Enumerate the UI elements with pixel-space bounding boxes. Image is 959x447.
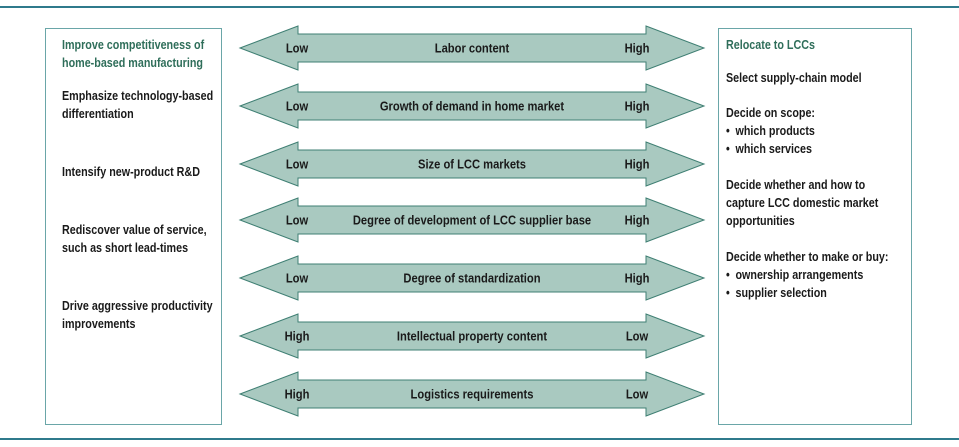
arrow-right-end-label: High — [625, 99, 650, 114]
arrow-left-end-label: Low — [286, 213, 309, 228]
make-buy-item-label: ownership arrangements — [735, 268, 864, 282]
left-heading-line-2: home-based manufacturing — [62, 56, 203, 70]
left-item-1-line-1: Emphasize technology-based — [62, 89, 214, 103]
scope-item-label: which products — [735, 124, 815, 138]
double-arrow: High Logistics requirements Low — [238, 371, 706, 417]
bottom-rule — [0, 438, 959, 440]
double-arrow-shape — [238, 197, 706, 243]
make-buy-item-label: supplier selection — [735, 286, 827, 300]
right-heading: Relocate to LCCs — [726, 38, 816, 52]
arrow-label: Labor content — [435, 41, 509, 56]
right-capture-line-3: opportunities — [726, 214, 795, 228]
right-model: Select supply-chain model — [726, 71, 862, 85]
left-item-3-line-2: such as short lead-times — [62, 241, 189, 255]
arrow-left-end-label: High — [285, 329, 310, 344]
right-scope-list: which products which services — [726, 122, 815, 158]
arrow-right-end-label: Low — [626, 387, 649, 402]
double-arrow-shape — [238, 141, 706, 187]
arrow-right-end-label: High — [625, 213, 650, 228]
left-heading-line-1: Improve competitiveness of — [62, 38, 205, 52]
double-arrow: Low Size of LCC markets High — [238, 141, 706, 187]
list-item: which products — [726, 122, 815, 140]
arrow-label: Degree of standardization — [403, 271, 540, 286]
arrow-right-end-label: High — [625, 271, 650, 286]
left-panel — [45, 28, 222, 425]
left-item-1-line-2: differentiation — [62, 107, 134, 121]
right-capture-line-2: capture LCC domestic market — [726, 196, 879, 210]
top-rule — [0, 6, 959, 8]
double-arrow-shape — [238, 313, 706, 359]
right-panel — [718, 28, 912, 425]
left-item-2: Intensify new-product R&D — [62, 165, 200, 179]
list-item: supplier selection — [726, 284, 863, 302]
double-arrow: Low Labor content High — [238, 25, 706, 71]
arrow-left-end-label: High — [285, 387, 310, 402]
double-arrow-shape — [238, 83, 706, 129]
left-item-4-line-2: improvements — [62, 317, 136, 331]
arrow-right-end-label: High — [625, 157, 650, 172]
list-item: ownership arrangements — [726, 266, 863, 284]
arrow-label: Logistics requirements — [411, 387, 534, 402]
right-make-buy-list: ownership arrangements supplier selectio… — [726, 266, 863, 302]
double-arrow-shape — [238, 25, 706, 71]
double-arrow: High Intellectual property content Low — [238, 313, 706, 359]
arrow-label: Growth of demand in home market — [380, 99, 564, 114]
arrow-left-end-label: Low — [286, 41, 309, 56]
double-arrow: Low Degree of development of LCC supplier… — [238, 197, 706, 243]
arrow-left-end-label: Low — [286, 271, 309, 286]
arrow-label: Degree of development of LCC supplier ba… — [353, 213, 592, 228]
arrow-left-end-label: Low — [286, 157, 309, 172]
double-arrow: Low Degree of standardization High — [238, 255, 706, 301]
scope-item-label: which services — [735, 142, 812, 156]
arrow-right-end-label: High — [625, 41, 650, 56]
double-arrow: Low Growth of demand in home market High — [238, 83, 706, 129]
arrow-right-end-label: Low — [626, 329, 649, 344]
right-scope-title: Decide on scope: — [726, 106, 816, 120]
right-capture-line-1: Decide whether and how to — [726, 178, 866, 192]
list-item: which services — [726, 140, 815, 158]
arrow-left-end-label: Low — [286, 99, 309, 114]
left-item-3-line-1: Rediscover value of service, — [62, 223, 207, 237]
double-arrow-shape — [238, 371, 706, 417]
arrow-label: Size of LCC markets — [418, 157, 526, 172]
right-make-buy-title: Decide whether to make or buy: — [726, 250, 889, 264]
left-item-4-line-1: Drive aggressive productivity — [62, 299, 213, 313]
double-arrow-shape — [238, 255, 706, 301]
arrow-label: Intellectual property content — [397, 329, 547, 344]
